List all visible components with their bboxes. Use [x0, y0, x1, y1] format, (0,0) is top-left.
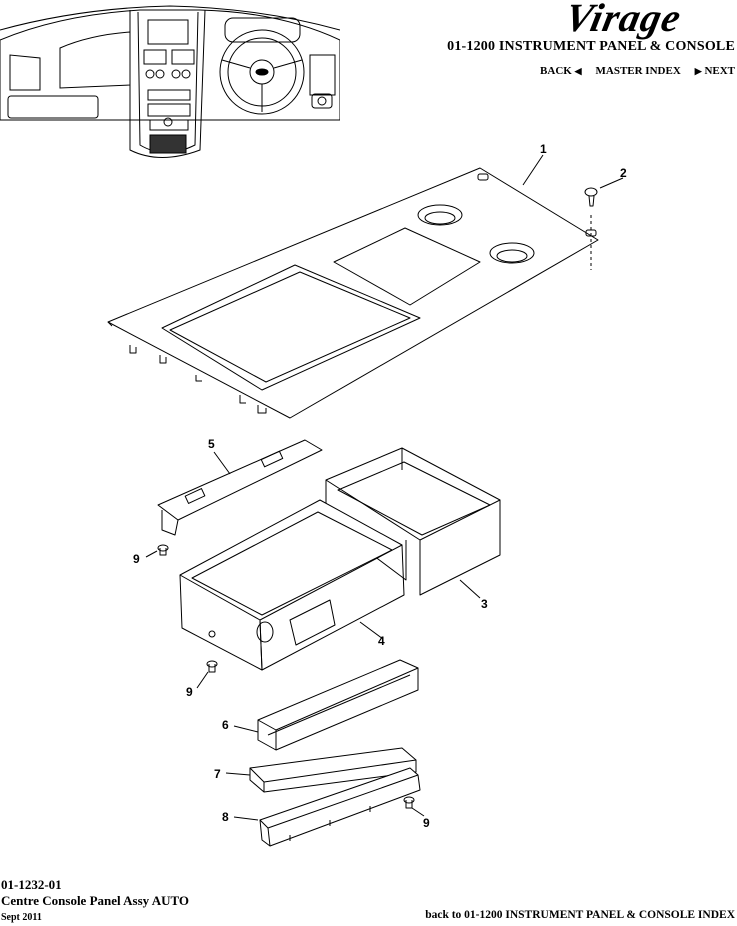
- back-link[interactable]: BACK ◀: [540, 65, 581, 77]
- section-title: 01-1200 INSTRUMENT PANEL & CONSOLE: [447, 39, 735, 54]
- callout-4: 4: [378, 634, 385, 648]
- right-arrow-icon: ▶: [694, 66, 702, 76]
- fastener-part-b: [206, 660, 218, 673]
- fastener-part-c: [403, 796, 415, 809]
- upper-strip-part: [257, 659, 419, 751]
- callout-3: 3: [481, 597, 488, 611]
- bracket-part: [157, 439, 323, 536]
- lower-rail-part: [259, 767, 421, 847]
- left-arrow-icon: ◀: [574, 66, 582, 76]
- dashboard-thumbnail: [0, 5, 340, 158]
- callout-9b: 9: [186, 685, 193, 699]
- navigation-bar: BACK ◀ MASTER INDEX ▶ NEXT: [540, 65, 735, 77]
- callout-6: 6: [222, 718, 229, 732]
- back-label: BACK: [540, 65, 572, 77]
- console-panel-part: [107, 167, 599, 419]
- right-box-part: [325, 447, 501, 596]
- screw-part: [584, 187, 598, 270]
- part-description: Centre Console Panel Assy AUTO: [1, 893, 190, 908]
- callout-1: 1: [540, 142, 547, 156]
- next-label: NEXT: [704, 65, 735, 77]
- callout-2: 2: [620, 166, 627, 180]
- publication-date: Sept 2011: [1, 912, 42, 923]
- callout-9c: 9: [423, 816, 430, 830]
- master-index-link[interactable]: MASTER INDEX: [595, 65, 681, 77]
- callout-9a: 9: [133, 552, 140, 566]
- back-to-index-link[interactable]: back to 01-1200 INSTRUMENT PANEL & CONSO…: [425, 909, 735, 921]
- part-number: 01-1232-01: [1, 877, 62, 892]
- callout-7: 7: [214, 767, 221, 781]
- callout-8: 8: [222, 810, 229, 824]
- middle-strip-part: [249, 747, 417, 793]
- callout-5: 5: [208, 437, 215, 451]
- next-link[interactable]: ▶ NEXT: [695, 65, 735, 77]
- left-box-part: [179, 499, 405, 671]
- fastener-part-a: [157, 544, 169, 556]
